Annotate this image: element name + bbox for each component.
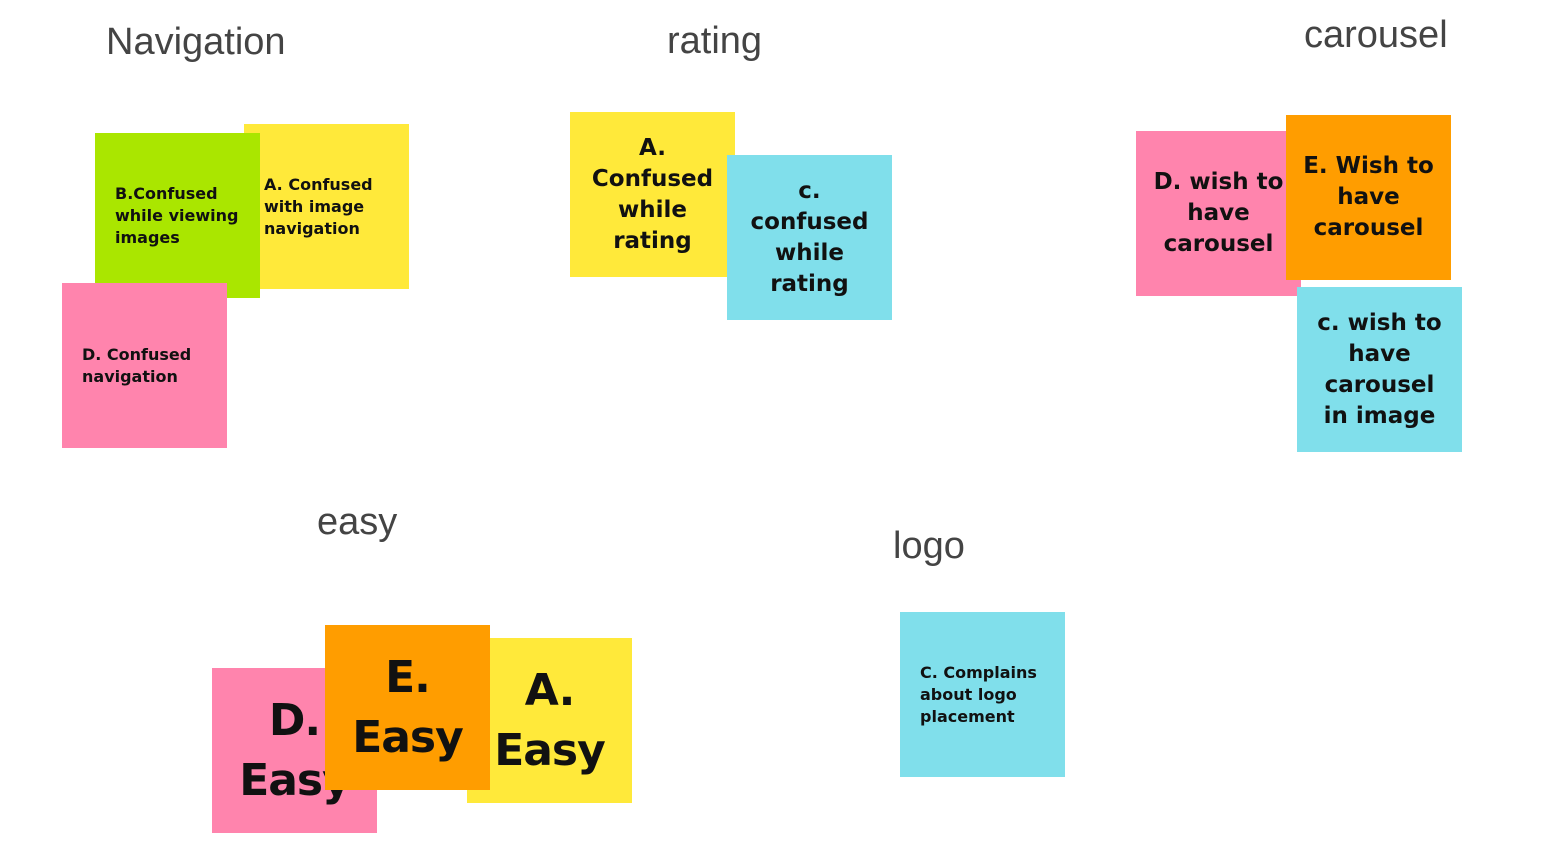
sticky-note-text: D. Confused navigation: [82, 344, 192, 386]
sticky-note-text: B.Confused while viewing images: [115, 183, 239, 247]
group-title-easy: easy: [317, 501, 398, 543]
sticky-note-rating-c[interactable]: c. confused while rating: [727, 155, 892, 320]
sticky-note-carousel-e[interactable]: E. Wish to have carousel: [1286, 115, 1451, 280]
sticky-note-navigation-b[interactable]: B.Confused while viewing images: [95, 133, 260, 298]
sticky-note-navigation-d[interactable]: D. Confused navigation: [62, 283, 227, 448]
sticky-note-text: E. Easy: [352, 651, 464, 763]
sticky-note-easy-e[interactable]: E. Easy: [325, 625, 490, 790]
sticky-note-logo-c[interactable]: C. Complains about logo placement: [900, 612, 1065, 777]
group-title-rating: rating: [667, 20, 763, 62]
sticky-note-easy-a[interactable]: A. Easy: [467, 638, 632, 803]
sticky-note-text: c. wish to have carousel in image: [1317, 309, 1442, 429]
sticky-note-text: C. Complains about logo placement: [920, 662, 1037, 726]
sticky-note-text: D. wish to have carousel: [1153, 169, 1284, 257]
sticky-note-text: A. Confused while rating: [591, 134, 714, 254]
sticky-note-text: A. Easy: [494, 664, 606, 776]
sticky-note-text: A. Confused with image navigation: [264, 174, 373, 238]
sticky-note-carousel-c[interactable]: c. wish to have carousel in image: [1297, 287, 1462, 452]
sticky-note-text: c. confused while rating: [750, 177, 869, 297]
sticky-note-rating-a[interactable]: A. Confused while rating: [570, 112, 735, 277]
group-title-carousel: carousel: [1304, 14, 1448, 56]
sticky-note-carousel-d[interactable]: D. wish to have carousel: [1136, 131, 1301, 296]
group-title-navigation: Navigation: [106, 21, 286, 63]
sticky-note-text: E. Wish to have carousel: [1303, 153, 1434, 241]
group-title-logo: logo: [893, 525, 965, 567]
sticky-note-navigation-a[interactable]: A. Confused with image navigation: [244, 124, 409, 289]
